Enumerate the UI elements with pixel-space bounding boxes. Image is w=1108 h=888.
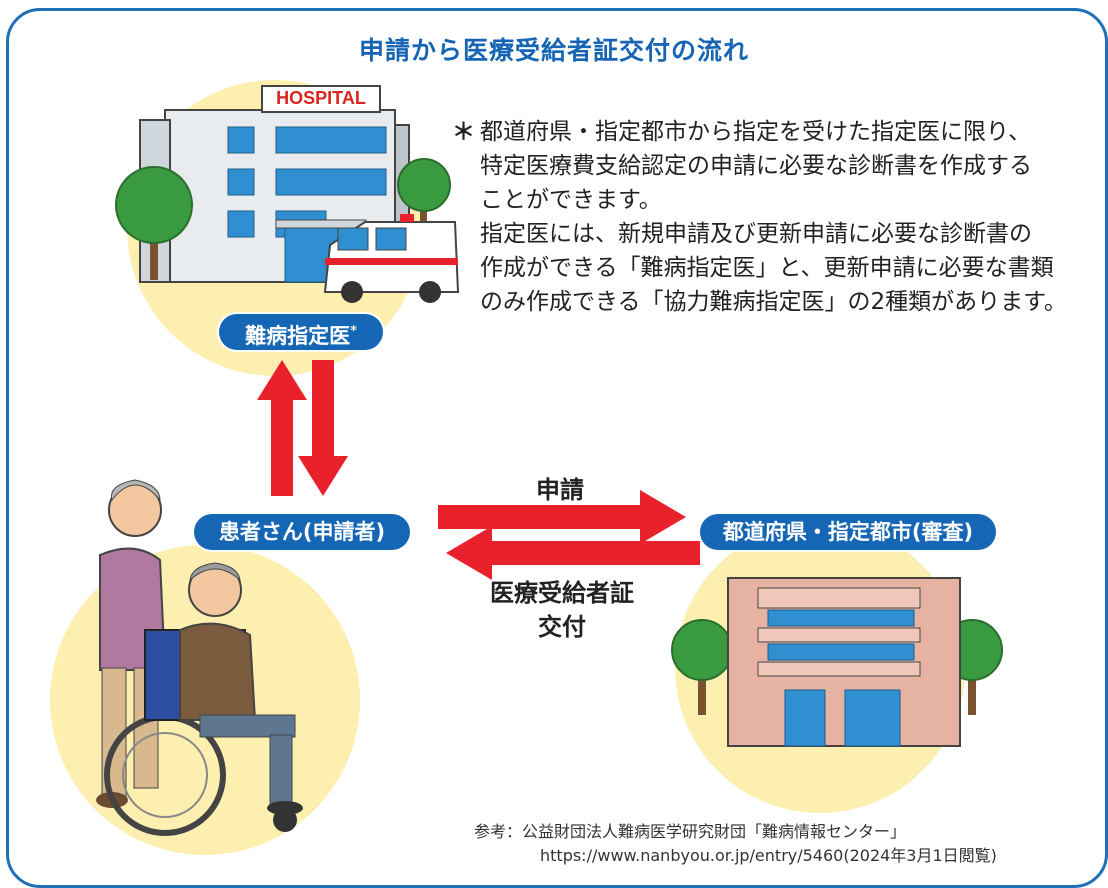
edge-label-line: 交付 bbox=[538, 613, 586, 641]
arrow-left-icon bbox=[446, 526, 700, 580]
arrow-down-icon bbox=[298, 360, 348, 496]
patients-icon bbox=[96, 479, 303, 836]
reference-source: 参考：公益財団法人難病医学研究財団「難病情報センター」 bbox=[474, 822, 907, 841]
node-patient: 患者さん(申請者) bbox=[194, 514, 410, 550]
footnote-block: ＊ 都道府県・指定都市から指定を受けた指定医に限り、 特定医療費支給認定の申請に… bbox=[452, 115, 1072, 319]
tree-icon bbox=[115, 166, 193, 280]
footnote-line: 作成ができる「難病指定医」と、更新申請に必要な書類 bbox=[480, 255, 1054, 281]
reference-note: 参考：公益財団法人難病医学研究財団「難病情報センター」 https://www.… bbox=[474, 820, 997, 868]
footnote-line: のみ作成できる「協力難病指定医」の2種類があります。 bbox=[480, 289, 1067, 315]
node-government: 都道府県・指定都市(審査) bbox=[700, 514, 996, 550]
node-label: 都道府県・指定都市(審査) bbox=[722, 520, 974, 544]
arrow-right-icon bbox=[438, 490, 686, 544]
node-label: 患者さん(申請者) bbox=[218, 520, 386, 544]
footnote-mark: * bbox=[350, 324, 357, 339]
footnote-line: 特定医療費支給認定の申請に必要な診断書を作成する bbox=[480, 153, 1032, 179]
hospital-sign-text: HOSPITAL bbox=[276, 88, 366, 108]
footnote-line: 都道府県・指定都市から指定を受けた指定医に限り、 bbox=[480, 119, 1032, 145]
ambulance-icon bbox=[323, 214, 460, 303]
reference-url: https://www.nanbyou.or.jp/entry/5460(202… bbox=[540, 846, 997, 865]
government-building-icon bbox=[671, 577, 1003, 747]
edge-label-apply: 申請 bbox=[536, 476, 584, 504]
diagram-title: 申請から医療受給者証交付の流れ bbox=[358, 36, 749, 65]
arrow-up-icon bbox=[257, 360, 307, 496]
edge-label-line: 医療受給者証 bbox=[490, 579, 634, 607]
node-label: 難病指定医 bbox=[245, 324, 351, 348]
footnote-line: 指定医には、新規申請及び更新申請に必要な診断書の bbox=[480, 221, 1032, 247]
footnote-line: ことができます。 bbox=[480, 187, 662, 213]
node-designated-doctor: 難病指定医* bbox=[219, 314, 383, 350]
tree-icon bbox=[397, 158, 451, 245]
edge-label-issue: 医療受給者証 交付 bbox=[462, 576, 662, 644]
footnote-asterisk: ＊ bbox=[452, 119, 475, 145]
